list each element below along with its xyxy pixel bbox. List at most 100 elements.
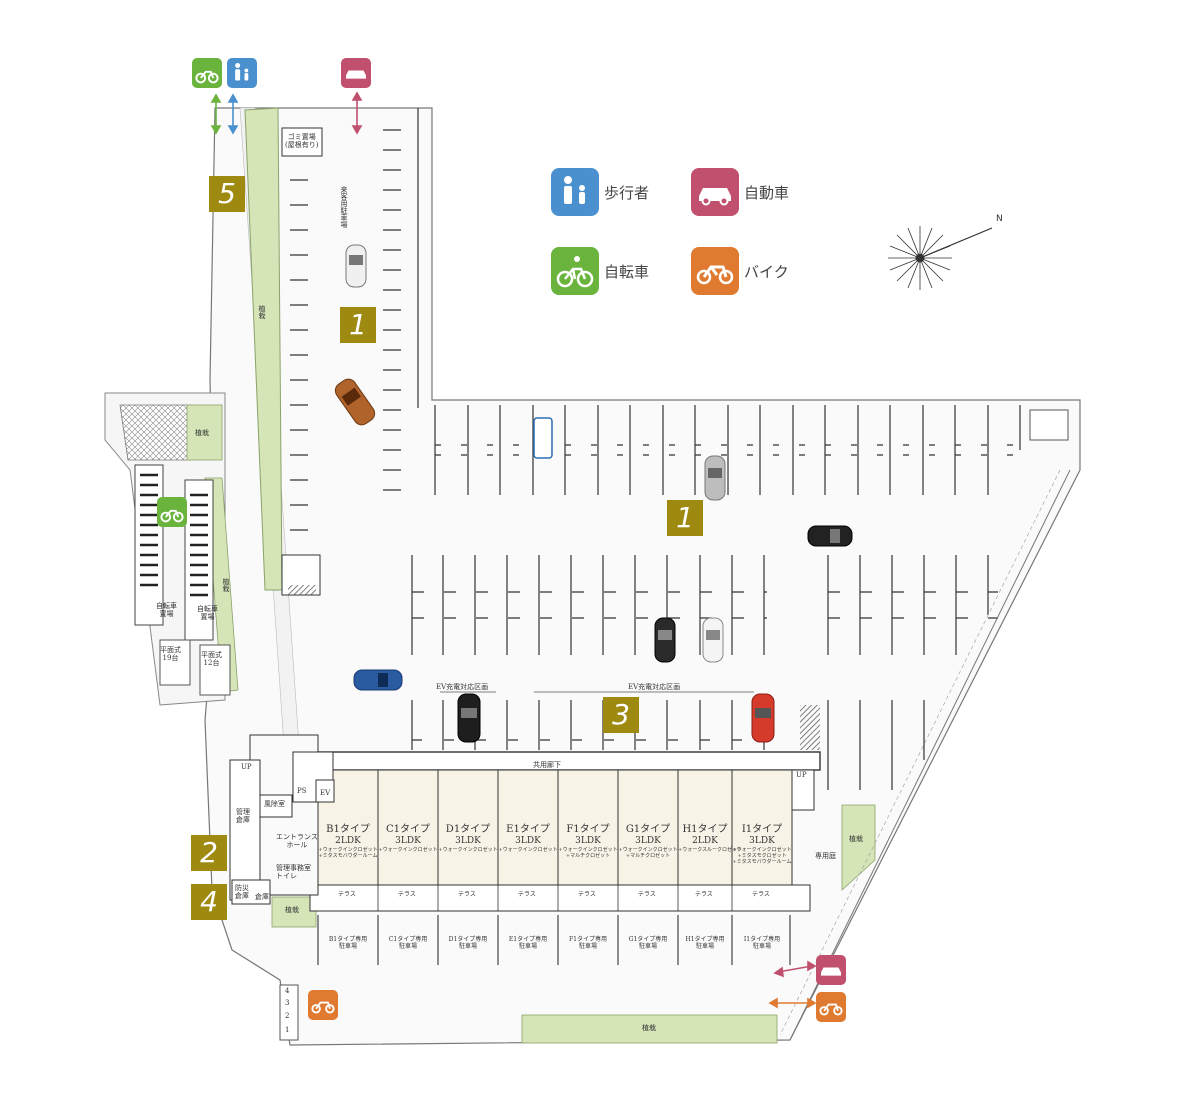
car-blue-west	[353, 669, 403, 691]
bicycle-entry-icon	[192, 58, 222, 88]
unit-h1-type: H1タイプ	[682, 824, 728, 835]
compass-rose	[888, 226, 993, 290]
badge-main-parking: 1	[667, 500, 703, 536]
unit-e1-type: E1タイプ	[506, 824, 550, 835]
building-common-corridor	[309, 751, 821, 771]
terrace-f1: テラス	[578, 891, 596, 898]
motorbike-icon	[691, 247, 739, 295]
unit-d1-plan: 3LDK	[455, 836, 481, 846]
car-entry-icon-east	[816, 955, 846, 985]
up-label-right: UP	[796, 771, 807, 779]
motorbike-parking-icon	[308, 990, 338, 1020]
unit-i1-extra: +ウォークインクロゼット +ミタスモクロゼット +ミタスモバウダールーム	[732, 846, 792, 865]
trash-label: 管理 倉庫	[236, 808, 250, 825]
arrow-motorbike-entry	[768, 997, 817, 1009]
up-label-left: UP	[241, 763, 252, 771]
legend-car-label: 自動車	[744, 184, 790, 202]
moto-slot-1: 1	[285, 1026, 290, 1034]
pedestrian-icon	[551, 168, 599, 216]
car-red-ev	[751, 693, 775, 743]
bike-parking-label-2: 自転車 置場	[197, 605, 218, 622]
planting-label-south: 植栽	[642, 1024, 656, 1032]
compass-north: N	[996, 214, 1003, 224]
unit-d1-type: D1タイプ	[445, 824, 491, 835]
legend-bicycle-label: 自転車	[604, 263, 650, 281]
car-black-ev	[457, 693, 481, 743]
visitor-parking-label: 来客用駐車場	[340, 186, 349, 228]
parking-row-top	[434, 405, 1025, 495]
bicycle-parking-icon	[157, 497, 187, 527]
terrace-c1: テラス	[398, 891, 416, 898]
unit-g1-plan: 3LDK	[635, 836, 661, 846]
unit-f1: F1タイプ 3LDK +ウォークインクロゼット +マルチクロゼット	[558, 824, 618, 859]
unit-c1-plan: 3LDK	[395, 836, 421, 846]
planting-small	[186, 404, 223, 461]
unit-b1-extra: +ウォークインクロゼット +ミタスモバウダールーム	[318, 846, 378, 859]
unit-g1: G1タイプ 3LDK +ウォークインクロゼット +マルチクロゼット	[618, 824, 678, 859]
unit-b1-plan: 2LDK	[335, 836, 361, 846]
manager-room-label: 管理事務室 トイレ	[276, 864, 311, 881]
unit-c1-type: C1タイプ	[385, 824, 430, 835]
terrace-b1: テラス	[338, 891, 356, 898]
flat-label-1: 平面式 19台	[160, 646, 181, 663]
bike-parking-label-1: 自転車 置場	[156, 602, 177, 619]
storage-label: 倉庫	[255, 893, 269, 901]
car-black-east	[807, 525, 853, 547]
moto-slot-3: 3	[285, 999, 290, 1007]
unit-e1-extra: +ウォークインクロゼット	[498, 846, 558, 853]
unit-blocks	[317, 769, 793, 886]
planting-building	[271, 896, 317, 928]
motorbike-entry-icon	[816, 992, 846, 1022]
garbage-label: ゴミ置場 (屋根有り)	[285, 133, 319, 150]
planting-east	[841, 804, 876, 891]
ps-label: PS	[297, 787, 307, 795]
parking-h1: H1タイプ専用 駐車場	[685, 936, 725, 951]
disaster-storage-label: 防災 倉庫	[235, 884, 249, 901]
terrace-g1: テラス	[638, 891, 656, 898]
flat-label-2: 平面式 12台	[201, 651, 222, 668]
arrow-car-entry-east	[773, 960, 817, 978]
planting-south	[521, 1014, 778, 1044]
entrance-hall-label: エントランス ホール	[276, 833, 318, 850]
garbage-house	[281, 127, 323, 157]
planting-label-west: 植栽	[222, 578, 231, 592]
car-white-north	[345, 244, 367, 288]
arrow-pedestrian-entry	[227, 93, 239, 135]
unit-i1-plan: 3LDK	[749, 836, 775, 846]
arrow-bicycle-entry	[210, 93, 222, 135]
parking-b1: B1タイプ専用 駐車場	[328, 936, 368, 951]
badge-storage: 4	[191, 884, 227, 920]
unit-i1-type: I1タイプ	[741, 824, 783, 835]
unit-h1: H1タイプ 2LDK +ウォークスルークロゼット	[678, 824, 743, 853]
ev-label-right: EV充電対応区画	[628, 683, 681, 691]
private-parking-row	[317, 915, 791, 965]
planting-label-building: 植栽	[285, 906, 299, 914]
parking-rows-middle	[411, 555, 998, 655]
car-black-mid	[654, 617, 676, 663]
car-brown	[334, 378, 376, 426]
moto-slot-4: 4	[285, 987, 290, 995]
unit-g1-type: G1タイプ	[625, 824, 671, 835]
unit-d1: D1タイプ 3LDK +ウォークインクロゼット	[438, 824, 498, 853]
badge-ev-parking: 3	[603, 697, 639, 733]
unit-h1-extra: +ウォークスルークロゼット	[678, 846, 743, 853]
unit-g1-extra: +ウォークインクロゼット +マルチクロゼット	[618, 846, 678, 859]
unit-f1-type: F1タイプ	[566, 824, 610, 835]
unit-i1: I1タイプ 3LDK +ウォークインクロゼット +ミタスモクロゼット +ミタスモ…	[732, 824, 792, 865]
unit-b1-type: B1タイプ	[326, 824, 370, 835]
moto-slot-2: 2	[285, 1012, 290, 1020]
unit-e1-plan: 3LDK	[515, 836, 541, 846]
windbreak-label: 風除室	[264, 800, 285, 808]
car-icon	[691, 168, 739, 216]
car-silver	[704, 455, 726, 501]
car-entry-icon-north	[341, 58, 371, 88]
parking-d1: D1タイプ専用 駐車場	[448, 936, 488, 951]
parking-g1: G1タイプ専用 駐車場	[628, 936, 668, 951]
unit-c1-extra: +ウォークインクロゼット	[378, 846, 438, 853]
ev-label: EV	[320, 789, 331, 797]
planting-label-small: 植栽	[195, 429, 209, 437]
car-white-mid	[702, 617, 724, 663]
parking-i1: I1タイプ専用 駐車場	[743, 936, 781, 951]
badge-entrance: 2	[191, 835, 227, 871]
